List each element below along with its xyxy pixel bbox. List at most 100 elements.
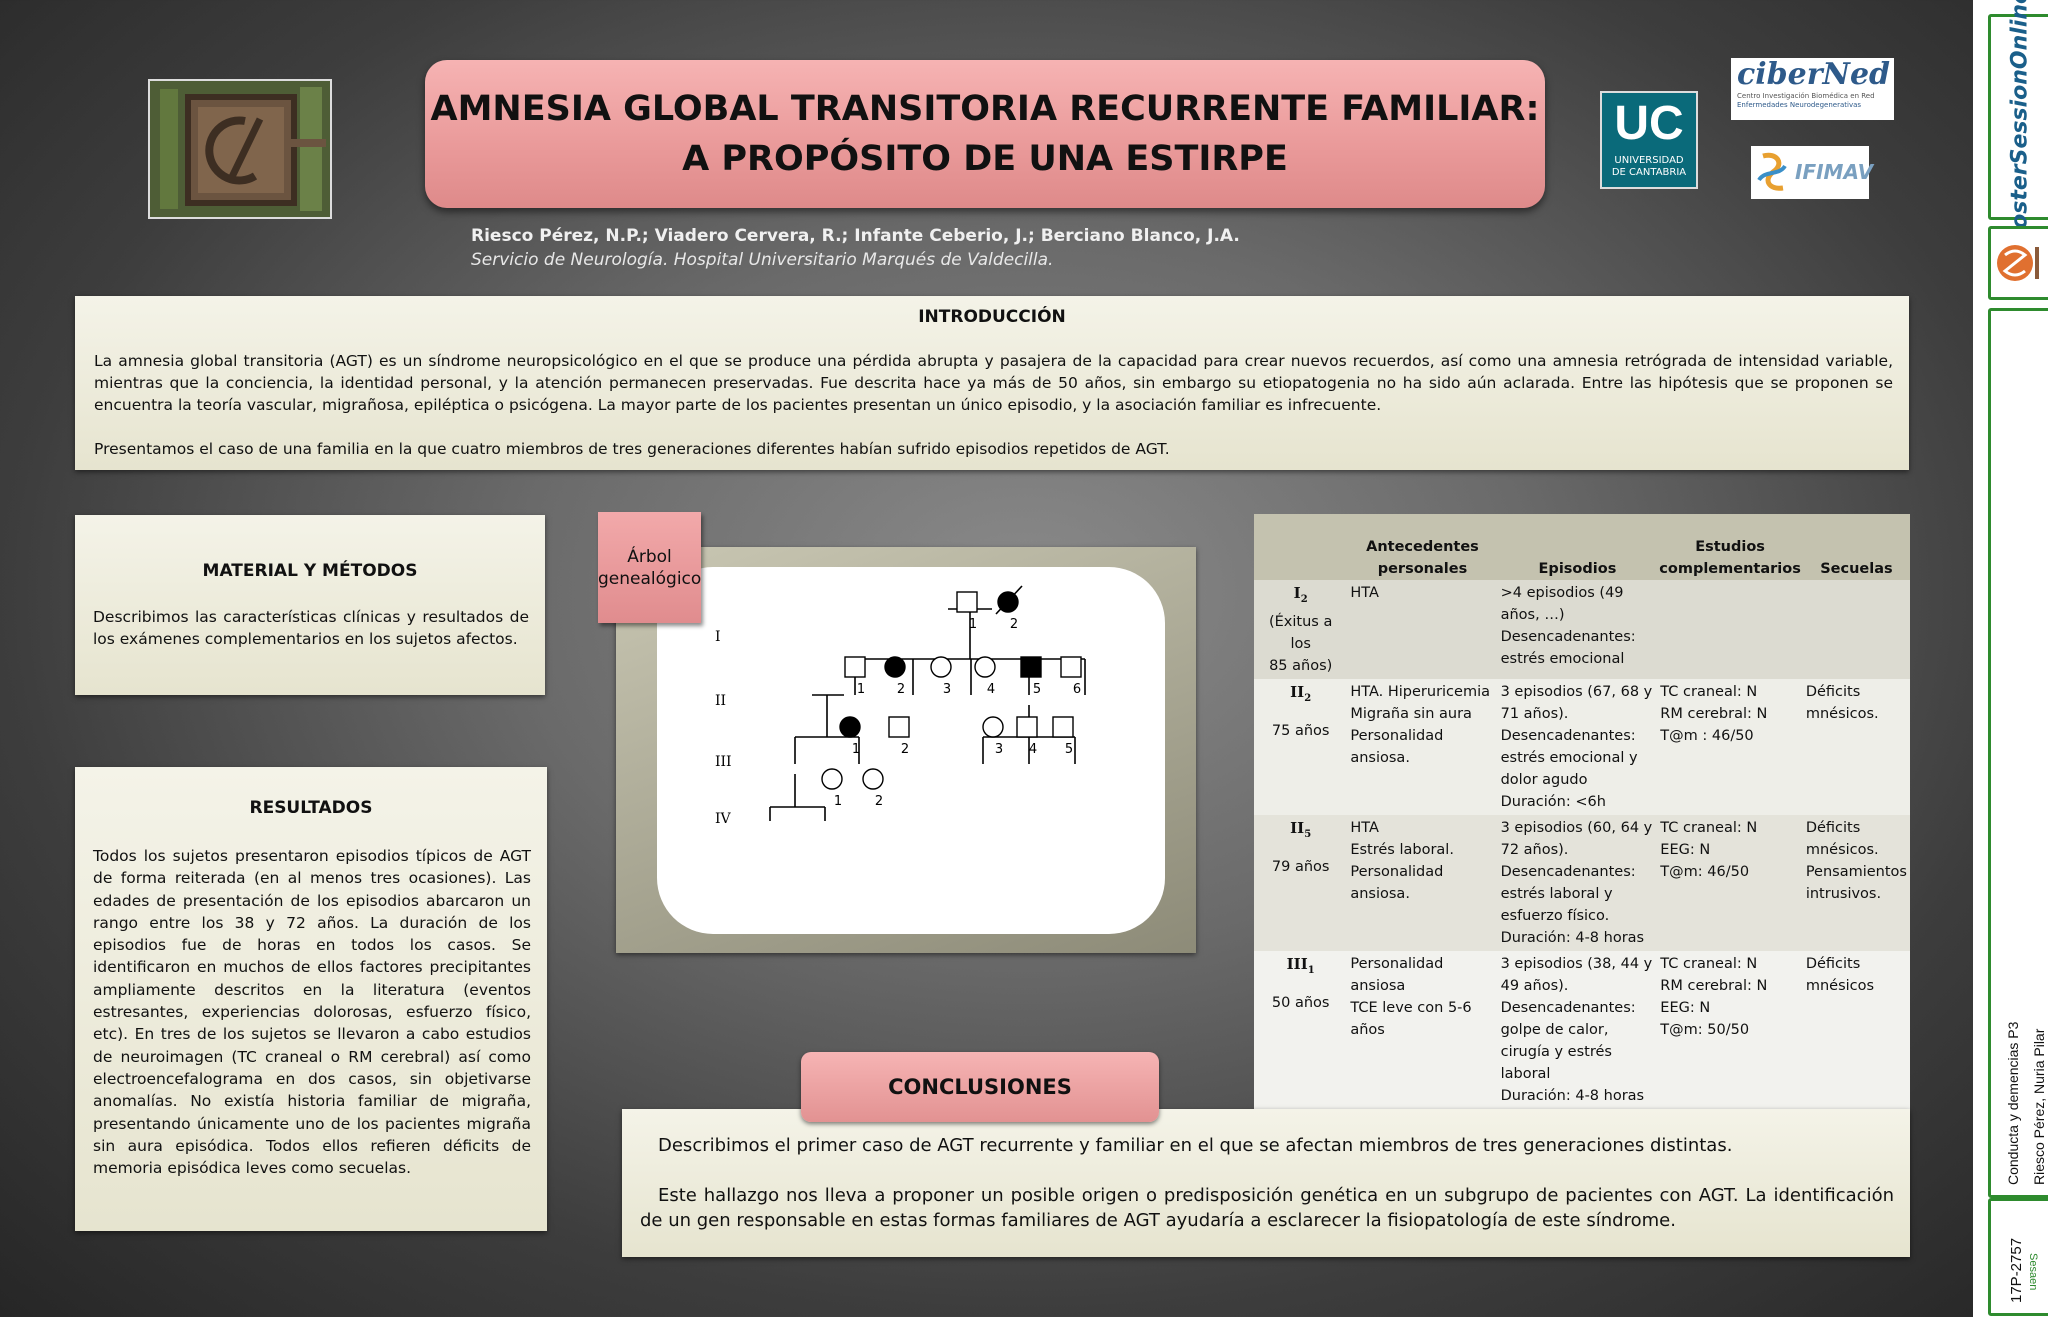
pedigree-individual-I-2: 2 [995, 585, 1023, 632]
author-label: Riesco Pérez, Nuria Pilar [2031, 1028, 2047, 1185]
individual-number: 2 [901, 742, 909, 757]
affiliation: Servicio de Neurología. Hospital Univers… [471, 250, 1054, 270]
individual-number: 1 [834, 794, 842, 809]
uc-logo-main: UC [1614, 97, 1684, 150]
conclusions-paragraph-2: Este hallazgo nos lleva a proponer un po… [640, 1185, 1894, 1231]
generation-label-II: II [715, 693, 726, 709]
ciberned-name: ciberNed [1737, 57, 1891, 92]
individual-number: 6 [1073, 682, 1081, 697]
title-line-1: AMNESIA GLOBAL TRANSITORIA RECURRENTE FA… [430, 89, 1540, 129]
pedigree-individual-IV-1: 1 [821, 768, 843, 809]
individual-number: 4 [1029, 742, 1037, 757]
pedigree-individual-III-1: 1 [839, 716, 861, 757]
title-line-2: A PROPÓSITO DE UNA ESTIRPE [682, 139, 1288, 179]
authors: Riesco Pérez, N.P.; Viadero Cervera, R.;… [471, 226, 1240, 246]
conclusions-heading: CONCLUSIONES [801, 1052, 1159, 1122]
uc-logo-sub2: DE CANTABRIA [1611, 167, 1687, 178]
table-header-2: Episodios [1497, 514, 1658, 580]
generation-label-III: III [715, 754, 732, 770]
introduction-panel: INTRODUCCIÓN La amnesia global transitor… [75, 296, 1909, 470]
session-box: Conducta y demencias P3 Riesco Pérez, Nu… [1988, 308, 2048, 1198]
antecedentes-cell: HTA [1347, 580, 1498, 679]
methods-heading: MATERIAL Y MÉTODOS [202, 561, 418, 581]
episodios-cell: 3 episodios (38, 44 y 49 años).Desencade… [1497, 951, 1658, 1109]
institution-logo [148, 79, 332, 219]
male-symbol [1020, 656, 1042, 678]
pedigree-individual-II-3: 3 [930, 656, 952, 697]
individual-number: 5 [1065, 742, 1073, 757]
uc-logo-sub1: UNIVERSIDAD [1614, 155, 1684, 166]
poster-title: AMNESIA GLOBAL TRANSITORIA RECURRENTE FA… [425, 60, 1545, 208]
results-heading: RESULTADOS [249, 798, 373, 818]
brand-text: PosterSessionOnline [2007, 0, 2032, 245]
female-symbol [839, 716, 861, 738]
introduction-heading: INTRODUCCIÓN [918, 307, 1066, 327]
secuelas-cell: Déficits mnésicos [1802, 951, 1910, 1109]
ifimav-logo: IFIMAV [1751, 146, 1873, 199]
deceased-slash [995, 585, 1023, 615]
female-symbol [884, 656, 906, 678]
secuelas-cell: Déficits mnésicos. Pensamientos intrusiv… [1802, 815, 1910, 951]
pedigree-individual-I-1: 1 [956, 591, 978, 632]
table-header-0 [1254, 514, 1348, 580]
org-label: Sesaen [2027, 1253, 2039, 1291]
male-symbol [844, 656, 866, 678]
female-symbol [821, 768, 843, 790]
pedigree-background [657, 567, 1165, 934]
uc-logo: UC UNIVERSIDAD DE CANTABRIA [1600, 91, 1698, 189]
pedigree-tag: Árbol genealógico [598, 512, 701, 623]
results-panel: RESULTADOS Todos los sujetos presentaron… [75, 767, 547, 1231]
male-symbol [1016, 716, 1038, 738]
episodios-cell: 3 episodios (60, 64 y 72 años).Desencade… [1497, 815, 1658, 951]
table-header-3: Estudios complementarios [1657, 514, 1803, 580]
female-symbol [982, 716, 1004, 738]
male-symbol [1060, 656, 1082, 678]
individual-number: 3 [943, 682, 951, 697]
pedigree-individual-II-5: 5 [1020, 656, 1042, 697]
generation-label-I: I [715, 629, 721, 645]
episodios-cell: 3 episodios (67, 68 y 71 años).Desencade… [1497, 679, 1658, 815]
pedigree-individual-II-6: 6 [1060, 656, 1082, 697]
individual-number: 2 [897, 682, 905, 697]
conclusions-panel: Describimos el primer caso de AGT recurr… [622, 1109, 1910, 1257]
society-emblem-icon [1997, 245, 2039, 281]
pedigree-individual-IV-2: 2 [862, 768, 884, 809]
pedigree-individual-II-1: 1 [844, 656, 866, 697]
female-symbol [862, 768, 884, 790]
pedigree-tag-line-1: Árbol [627, 546, 672, 567]
male-symbol [888, 716, 910, 738]
individual-number: 1 [969, 617, 977, 632]
pedigree-individual-III-4: 4 [1016, 716, 1038, 757]
table-header-4: Secuelas [1802, 514, 1910, 580]
secuelas-cell [1802, 580, 1910, 679]
ciberned-sub1: Centro Investigación Biomédica en Red [1737, 92, 1875, 100]
individual-number: 2 [875, 794, 883, 809]
individual-number: 5 [1033, 682, 1041, 697]
results-text: Todos los sujetos presentaron episodios … [93, 847, 531, 1178]
estudios-cell [1657, 580, 1803, 679]
conclusions-paragraph-1: Describimos el primer caso de AGT recurr… [658, 1135, 1733, 1156]
female-symbol [930, 656, 952, 678]
sidebar-emblem [1988, 226, 2048, 300]
brand-box: PosterSessionOnline [1988, 0, 2048, 245]
episodios-cell: >4 episodios (49 años, …)Desencadenantes… [1497, 580, 1658, 679]
generation-label-IV: IV [715, 811, 732, 827]
pedigree-tag-line-2: genealógico [598, 568, 702, 589]
individual-number: 1 [852, 742, 860, 757]
ifimav-emblem-icon [1757, 152, 1787, 191]
male-symbol [1052, 716, 1074, 738]
